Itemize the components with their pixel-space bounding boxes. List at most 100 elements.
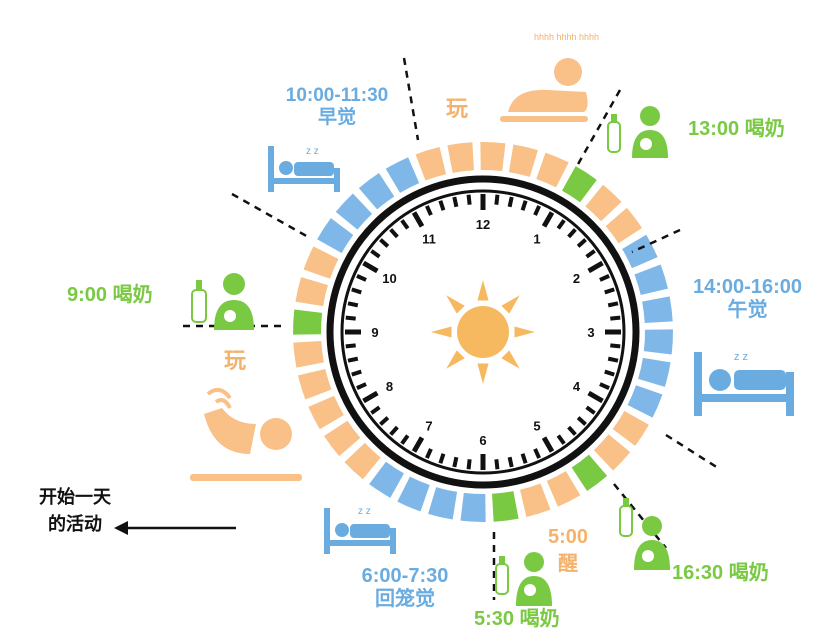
hour-tick — [362, 390, 379, 404]
clock-number: 8 — [386, 379, 393, 394]
minute-tick — [507, 196, 514, 208]
divider-line — [575, 89, 622, 167]
ring-segment-sleep — [638, 357, 671, 387]
ring-segment-play — [480, 142, 506, 172]
ring-segment-play — [324, 420, 361, 457]
ring-segment-play — [546, 471, 581, 507]
ring-segment-play — [536, 152, 569, 188]
minute-tick — [345, 343, 356, 349]
start-day-label: 开始一天 的活动 — [20, 484, 130, 538]
nap-morning-time: 10:00-11:30 — [285, 85, 389, 106]
minute-tick — [466, 459, 472, 470]
sun-icon — [431, 280, 535, 384]
start-arrow-icon — [114, 521, 236, 535]
inner-ring — [340, 189, 626, 475]
divider-line — [613, 483, 667, 549]
clock-number: 12 — [476, 217, 490, 232]
ring-segment-sleep — [335, 193, 373, 230]
zz-text: z z — [734, 351, 748, 363]
wake-name: 醒 — [558, 553, 578, 575]
minute-tick — [347, 301, 359, 308]
ring-segment-play — [612, 411, 649, 446]
ring-segment-sleep — [627, 385, 663, 418]
minute-tick — [567, 228, 577, 239]
ring-segment-play — [585, 184, 622, 222]
hour-tick — [411, 436, 425, 453]
nap-afternoon-name: 午觉 — [727, 299, 768, 321]
ring-segment-sleep — [397, 476, 430, 512]
ring-segment-play — [605, 207, 642, 244]
baby-play-icon — [190, 387, 302, 481]
ring-segment-play — [447, 142, 474, 173]
minute-tick — [607, 301, 619, 308]
ring-segment-sleep — [634, 264, 668, 296]
ring-segment-feed — [492, 491, 519, 522]
minute-tick — [576, 238, 587, 248]
minute-tick — [556, 219, 566, 230]
minute-tick — [610, 315, 621, 321]
minute-tick — [610, 343, 621, 349]
bed-icon: z z — [268, 146, 340, 192]
clock-number: 7 — [425, 419, 432, 434]
minute-tick — [576, 416, 587, 426]
bed-icon: z z — [324, 506, 396, 554]
back-sleep-time: 6:00-7:30 — [361, 565, 449, 587]
feeding-icon — [607, 106, 668, 158]
feed-1630-label: 16:30 喝奶 — [672, 562, 769, 584]
clock-number: 11 — [422, 231, 436, 246]
zz-text: z z — [306, 146, 319, 157]
minute-tick — [425, 205, 433, 216]
wake-time: 5:00 — [547, 526, 589, 548]
ring-segment-play — [519, 483, 551, 517]
minute-tick — [466, 194, 472, 205]
hour-tick — [362, 260, 379, 274]
hour-tick — [541, 211, 555, 228]
feed-0900-label: 9:00 喝奶 — [67, 284, 153, 306]
minute-tick — [389, 425, 399, 436]
divider-line — [402, 57, 420, 141]
minute-tick — [520, 200, 528, 211]
ring-segment-play — [415, 147, 447, 181]
wake-label: 5:00 醒 — [538, 526, 598, 576]
ring-segment-sleep — [643, 329, 674, 355]
minute-tick — [356, 274, 367, 282]
ring-segment-feed — [571, 454, 608, 491]
minute-tick — [533, 448, 541, 459]
clock-number: 9 — [371, 325, 378, 340]
minute-tick — [494, 194, 500, 205]
ring-segment-sleep — [622, 234, 658, 269]
clock-number: 10 — [382, 271, 396, 286]
start-day-line1: 开始一天 — [39, 487, 111, 507]
ring-segment-sleep — [369, 461, 404, 498]
minute-tick — [507, 456, 514, 468]
minute-tick — [379, 416, 390, 426]
ring-segment-sleep — [460, 492, 486, 523]
minute-tick — [520, 453, 528, 464]
play-top-label: 玩 — [446, 96, 469, 121]
nap-afternoon-time: 14:00-16:00 — [693, 276, 802, 298]
ring-segment-play — [593, 434, 631, 471]
minute-tick — [567, 425, 577, 436]
minute-tick — [604, 369, 615, 377]
clock-number: 6 — [479, 433, 486, 448]
ring-segment-play — [508, 144, 538, 177]
minute-tick — [356, 382, 367, 390]
divider-line — [665, 433, 719, 470]
feeding-icon — [191, 273, 254, 330]
minute-tick — [494, 459, 500, 470]
ring-segment-sleep — [385, 157, 420, 193]
hour-tick — [587, 390, 604, 404]
minute-tick — [452, 196, 459, 208]
ring-segment-play — [295, 277, 328, 307]
minute-tick — [351, 287, 362, 295]
minute-tick — [389, 228, 399, 239]
minute-tick — [345, 315, 356, 321]
hour-tick — [411, 211, 425, 228]
minute-tick — [379, 238, 390, 248]
minute-tick — [533, 205, 541, 216]
nap-afternoon-label: 14:00-16:00 午觉 — [680, 276, 815, 322]
ring-segment-play — [298, 368, 332, 400]
clock-number: 4 — [573, 379, 581, 394]
